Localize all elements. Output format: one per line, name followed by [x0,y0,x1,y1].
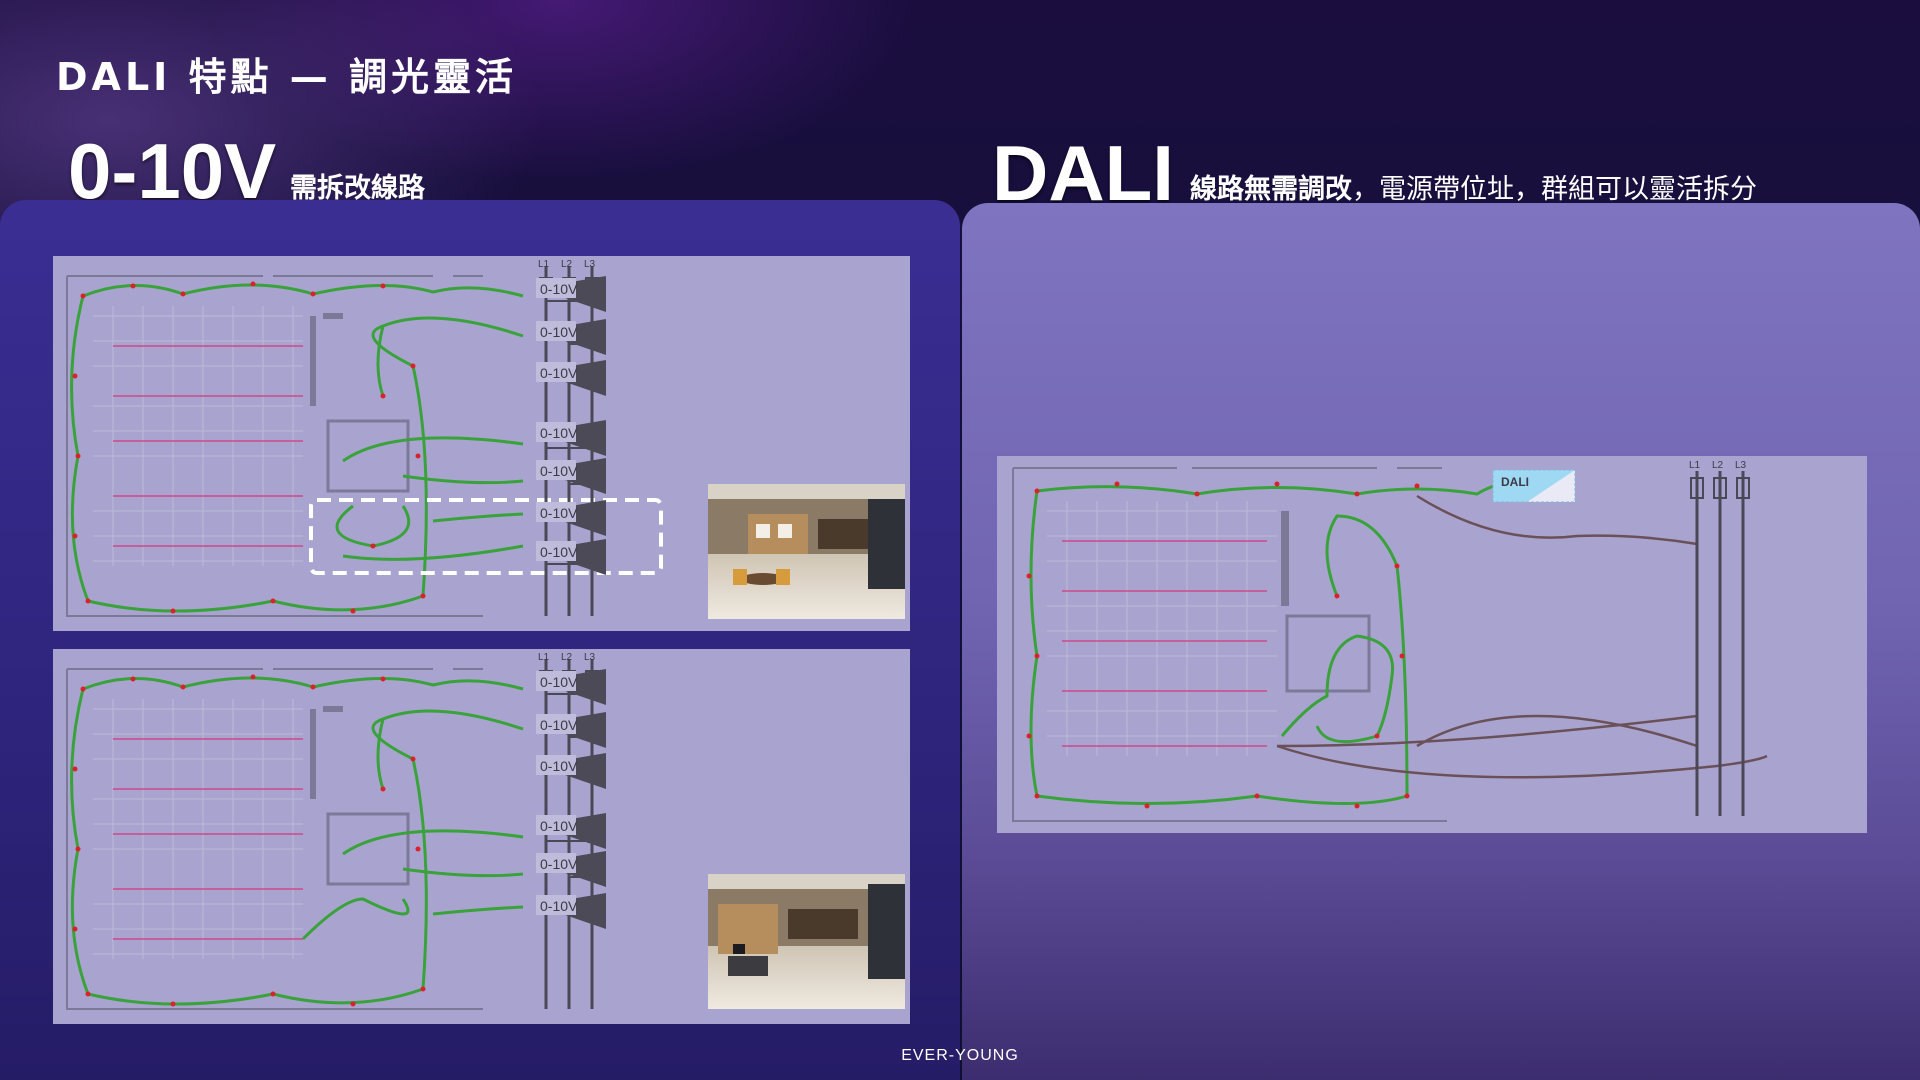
office-photo-top [708,484,905,619]
phase-label: L2 [561,259,573,270]
dimmer-label: 0-10V [540,898,578,914]
footer-brand: EVER-YOUNG [901,1047,1019,1064]
dali-labels: DALI L1 L2 L3 [1501,460,1747,489]
highlight-box [309,498,663,575]
phase-label: L2 [1712,460,1724,471]
phase-labels-bottom: L1 L2 L3 [538,652,596,663]
right-subheading-rest: ，電源帶位址，群組可以靈活拆分 [1352,174,1757,205]
dimmer-label: 0-10V [540,818,578,834]
dimmer-label: 0-10V [540,365,578,381]
dali-controller [1492,469,1576,503]
desk-grid [93,306,303,566]
right-subheading: 線路無需調改，電源帶位址，群組可以靈活拆分 [1190,167,1757,206]
right-subheading-bold: 線路無需調改 [1190,174,1352,205]
dimmer-label: 0-10V [540,544,578,560]
dali-floor-plan: DALI L1 L2 L3 [997,456,1867,833]
phase-label: L1 [538,259,550,270]
phase-label: L1 [1689,460,1701,471]
phase-labels-top: L1 L2 L3 [538,259,596,270]
dimmer-group-top: 0-10V 0-10V 0-10V 0-10V 0-10V 0-10V 0-10… [536,276,606,575]
phase-label: L3 [584,652,596,663]
dali-controller-label: DALI [1501,475,1529,489]
dali-floor-plan-drawing [1012,467,1768,822]
phase-label: L1 [538,652,550,663]
floor-plan-bottom: L1 L2 L3 0-10V 0-10V 0-10V 0-10V 0-10V 0… [53,649,910,1024]
office-photo-bottom [708,874,905,1009]
phase-label: L2 [561,652,573,663]
dimmer-group-bottom: 0-10V 0-10V 0-10V 0-10V 0-10V 0-10V [536,669,606,929]
dimmer-label: 0-10V [540,425,578,441]
dimmer-label: 0-10V [540,717,578,733]
dimmer-label: 0-10V [540,505,578,521]
floor-plan-top: L1 L2 L3 0-10V 0-10V 0-10V 0-10V 0-10V 0… [53,256,910,631]
phase-label: L3 [584,259,596,270]
right-heading: DALI [992,129,1174,217]
left-subheading: 需拆改線路 [290,173,425,204]
dimmer-label: 0-10V [540,674,578,690]
dimmer-label: 0-10V [540,758,578,774]
dimmer-label: 0-10V [540,324,578,340]
dimmer-label: 0-10V [540,281,578,297]
dimmer-label: 0-10V [540,856,578,872]
dimmer-label: 0-10V [540,463,578,479]
slide-title: DALI 特點 — 調光靈活 [56,55,517,99]
phase-label: L3 [1735,460,1747,471]
